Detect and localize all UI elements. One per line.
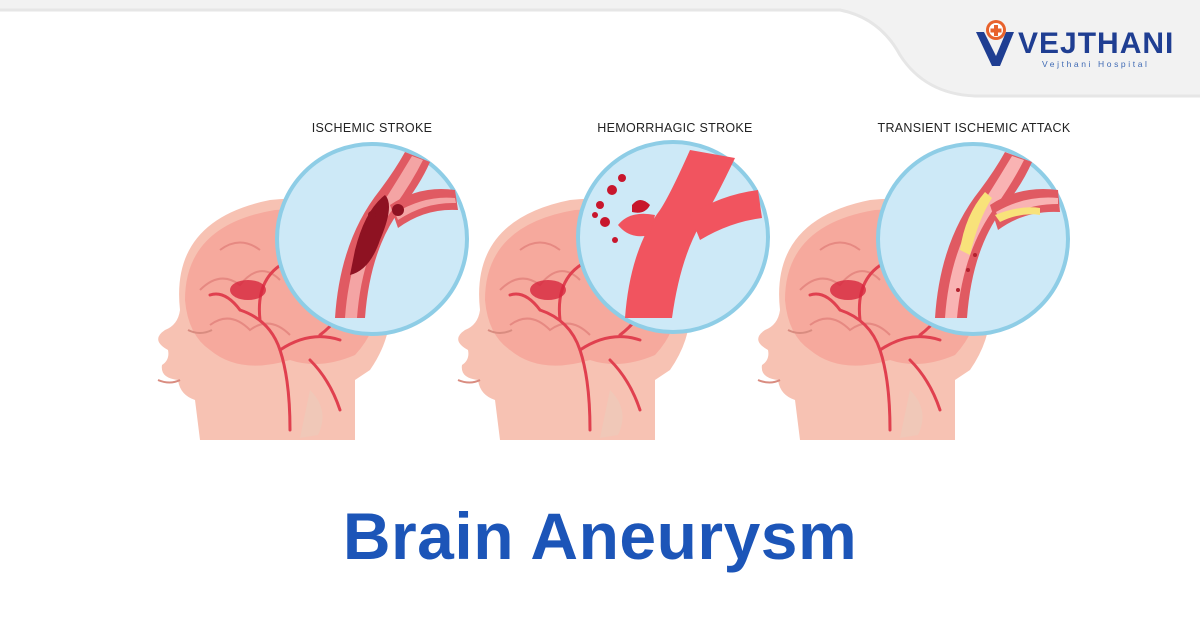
vejthani-v-logo-icon (976, 20, 1014, 66)
page-title: Brain Aneurysm (342, 499, 858, 573)
label-transient-ischemic-attack: TRANSIENT ISCHEMIC ATTACK (877, 121, 1071, 135)
label-hemorrhagic-stroke: HEMORRHAGIC STROKE (597, 121, 753, 135)
plaque-artery-icon (876, 142, 1070, 336)
label-ischemic-stroke: ISCHEMIC STROKE (311, 121, 433, 135)
brand-name: VEJTHANI (1018, 27, 1175, 60)
stroke-illustrations (156, 140, 1070, 442)
brand-subtitle: Vejthani Hospital (1042, 59, 1150, 69)
brand-logo[interactable]: VEJTHANI Vejthani Hospital (970, 14, 1173, 74)
ruptured-artery-icon (576, 140, 770, 334)
ischemic-zoom-icon (275, 142, 469, 336)
header-swoosh (0, 0, 1200, 98)
